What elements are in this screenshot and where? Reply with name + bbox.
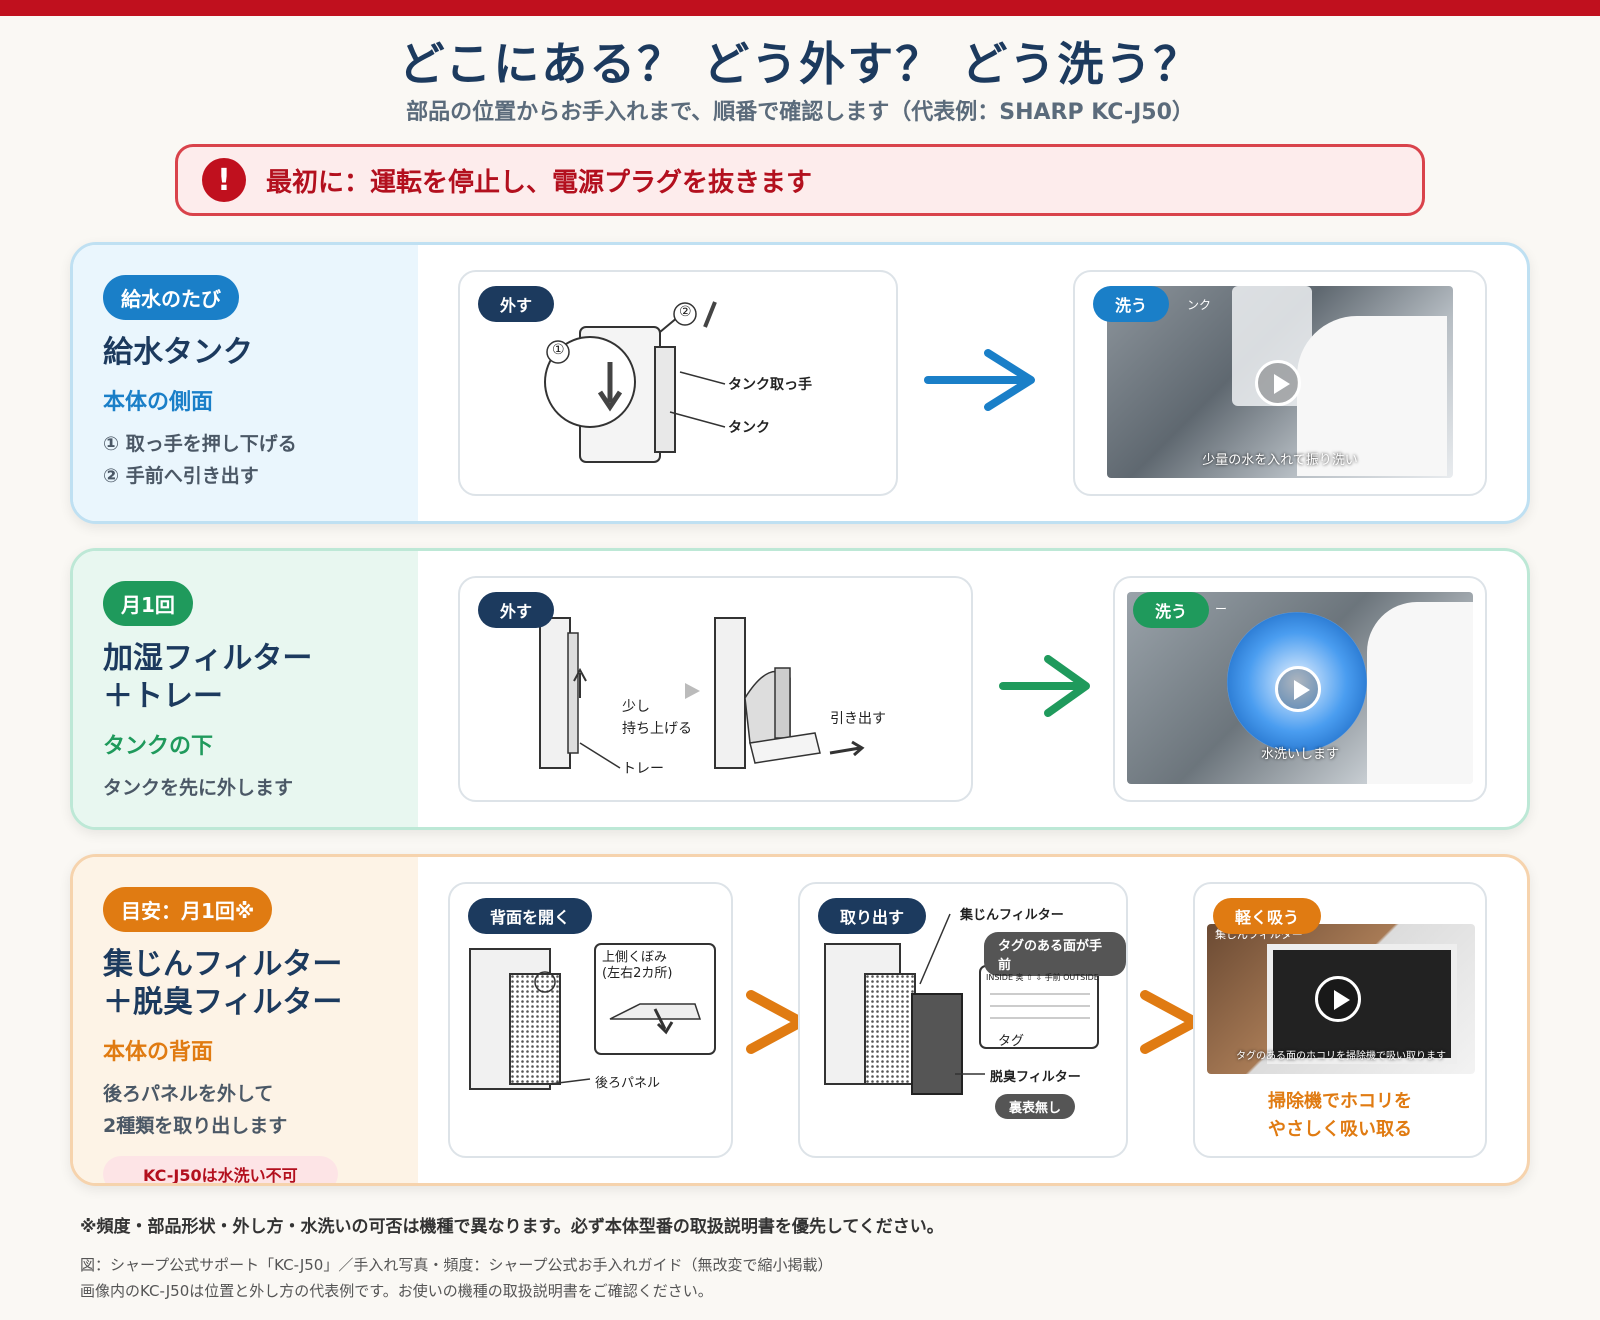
part-note: タンクを先に外します bbox=[103, 777, 294, 799]
take-out-card: 取り出す 集じんフィルター タグのある面が手前 INSIDE 奥 ⇧ ⇩ 手前 … bbox=[798, 882, 1128, 1158]
part-name: 加湿フィルター ＋トレー bbox=[103, 640, 418, 716]
remove-tank-card: 外す ① ② タンク取っ手 タンク bbox=[458, 270, 898, 496]
back-panel-diagram bbox=[469, 943, 716, 1090]
exclamation-icon: ! bbox=[202, 158, 246, 202]
section-humidifier-filter: 月1回 加湿フィルター ＋トレー タンクの下 タンクを先に外します 外す 少し … bbox=[70, 548, 1530, 830]
power-off-warning: ! 最初に：運転を停止し、電源プラグを抜きます bbox=[175, 144, 1425, 216]
part-name-line2: ＋トレー bbox=[103, 679, 223, 714]
open-back-card: 背面を開く 上側くぼみ (左右2カ所) 後ろパネル bbox=[448, 882, 733, 1158]
part-location: タンクの下 bbox=[103, 734, 214, 759]
tray-label: トレー bbox=[622, 761, 664, 777]
section-dust-deodor-filter: 目安：月1回※ 集じんフィルター ＋脱臭フィルター 本体の背面 後ろパネルを外し… bbox=[70, 854, 1530, 1186]
remove-filter-card: 外す 少し 持ち上げる トレー 引き出す bbox=[458, 576, 973, 802]
step-tag: 洗う bbox=[1133, 592, 1210, 628]
section-water-tank: 給水のたび 給水タンク 本体の側面 ① 取っ手を押し下げる ② 手前へ引き出す … bbox=[70, 242, 1530, 524]
frequency-badge: 目安：月1回※ bbox=[103, 887, 273, 932]
no-wash-badge: KC-J50は水洗い不可 bbox=[103, 1156, 338, 1183]
tank-label: タンク bbox=[728, 420, 770, 436]
step-tag: 取り出す bbox=[818, 898, 927, 934]
play-icon[interactable] bbox=[1275, 666, 1321, 712]
filter-removal-diagram bbox=[539, 617, 865, 769]
section-sidebar: 給水のたび 給水タンク 本体の側面 ① 取っ手を押し下げる ② 手前へ引き出す bbox=[73, 245, 418, 521]
part-location: 本体の背面 bbox=[103, 1040, 214, 1065]
person-shape bbox=[1367, 602, 1473, 784]
play-icon[interactable] bbox=[1315, 976, 1361, 1022]
page-subtitle: 部品の位置からお手入れまで、順番で確認します（代表例：SHARP KC-J50） bbox=[406, 100, 1194, 125]
page-title: どこにある？ どう外す？ どう洗う？ bbox=[398, 37, 1202, 91]
vacuum-card: 軽く吸う 集じんフィルター タグのある面のホコリを掃除機で吸い取ります 掃除機で… bbox=[1193, 882, 1487, 1158]
step-item: ② 手前へ引き出す bbox=[103, 465, 259, 487]
tank-handle-label: タンク取っ手 bbox=[728, 377, 812, 393]
inside-outside-label: INSIDE 奥 ⇧ ⇩ 手前 OUTSIDE bbox=[986, 973, 1099, 982]
step-number-2: ② bbox=[679, 304, 692, 320]
wash-filter-card: 洗う ー 水洗いします bbox=[1113, 576, 1487, 802]
right-arrow-icon bbox=[924, 349, 1035, 411]
deodor-filter-chip: 裏表無し bbox=[995, 1094, 1076, 1119]
hollow-label: 上側くぼみ (左右2カ所) bbox=[602, 950, 673, 981]
dust-filter-label: 集じんフィルター bbox=[960, 908, 1064, 923]
right-arrow-icon bbox=[999, 655, 1090, 717]
step-tag: 軽く吸う bbox=[1213, 898, 1322, 934]
step-tag: 背面を開く bbox=[468, 898, 593, 934]
step-tag: 外す bbox=[478, 286, 555, 322]
deodor-filter-label: 脱臭フィルター bbox=[990, 1070, 1081, 1085]
step-item: ① 取っ手を押し下げる bbox=[103, 433, 297, 455]
part-name-line1: 集じんフィルター bbox=[103, 947, 343, 982]
footer-note: ※頻度・部品形状・外し方・水洗いの可否は機種で異なります。必ず本体型番の取扱説明… bbox=[80, 1217, 944, 1237]
section-sidebar: 月1回 加湿フィルター ＋トレー タンクの下 タンクを先に外します bbox=[73, 551, 418, 827]
step-tag: 洗う bbox=[1093, 286, 1170, 322]
wash-tank-card: 洗う ンク 少量の水を入れて振り洗い bbox=[1073, 270, 1487, 496]
photo-caption: タグのある面のホコリを掃除機で吸い取ります bbox=[1236, 1051, 1446, 1062]
photo-overlay-text: ー bbox=[1215, 602, 1228, 616]
lift-label: 少し 持ち上げる bbox=[622, 699, 692, 737]
photo-overlay-text: ンク bbox=[1187, 298, 1212, 312]
person-shape bbox=[1297, 316, 1447, 476]
part-name: 給水タンク bbox=[103, 335, 253, 370]
frequency-badge: 給水のたび bbox=[103, 275, 239, 320]
section-sidebar: 目安：月1回※ 集じんフィルター ＋脱臭フィルター 本体の背面 後ろパネルを外し… bbox=[73, 857, 418, 1183]
part-name-line1: 加湿フィルター bbox=[103, 641, 313, 676]
pull-out-label: 引き出す bbox=[830, 711, 886, 727]
back-panel-label: 後ろパネル bbox=[595, 1076, 661, 1091]
part-name: 集じんフィルター ＋脱臭フィルター bbox=[103, 946, 418, 1022]
photo-caption: 少量の水を入れて振り洗い bbox=[1202, 453, 1358, 468]
filter-takeout-diagram bbox=[824, 913, 1099, 1095]
part-note: 後ろパネルを外して 2種類を取り出します bbox=[103, 1083, 288, 1137]
tag-label: タグ bbox=[998, 1034, 1025, 1049]
step-tag: 外す bbox=[478, 592, 555, 628]
vacuum-photo: 集じんフィルター タグのある面のホコリを掃除機で吸い取ります bbox=[1207, 924, 1475, 1074]
vacuum-caption: 掃除機でホコリを やさしく吸い取る bbox=[1268, 1091, 1412, 1140]
step-list: ① 取っ手を押し下げる ② 手前へ引き出す bbox=[103, 428, 418, 492]
top-accent-bar bbox=[0, 0, 1600, 16]
part-location: 本体の側面 bbox=[103, 390, 214, 415]
play-icon[interactable] bbox=[1255, 360, 1301, 406]
frequency-badge: 月1回 bbox=[103, 581, 193, 626]
dust-filter-chip: タグのある面が手前 bbox=[984, 932, 1126, 976]
filter-frame-shape bbox=[1267, 944, 1457, 1064]
tank-removal-diagram bbox=[544, 301, 726, 463]
warning-text: 最初に：運転を停止し、電源プラグを抜きます bbox=[266, 167, 813, 198]
photo-caption: 水洗いします bbox=[1260, 747, 1339, 762]
footer-credits: 図：シャープ公式サポート「KC-J50」／手入れ写真・頻度：シャープ公式お手入れ… bbox=[80, 1256, 833, 1300]
step-number-1: ① bbox=[552, 342, 565, 358]
tank-wash-photo: ンク 少量の水を入れて振り洗い bbox=[1107, 286, 1453, 478]
part-name-line2: ＋脱臭フィルター bbox=[103, 985, 343, 1020]
